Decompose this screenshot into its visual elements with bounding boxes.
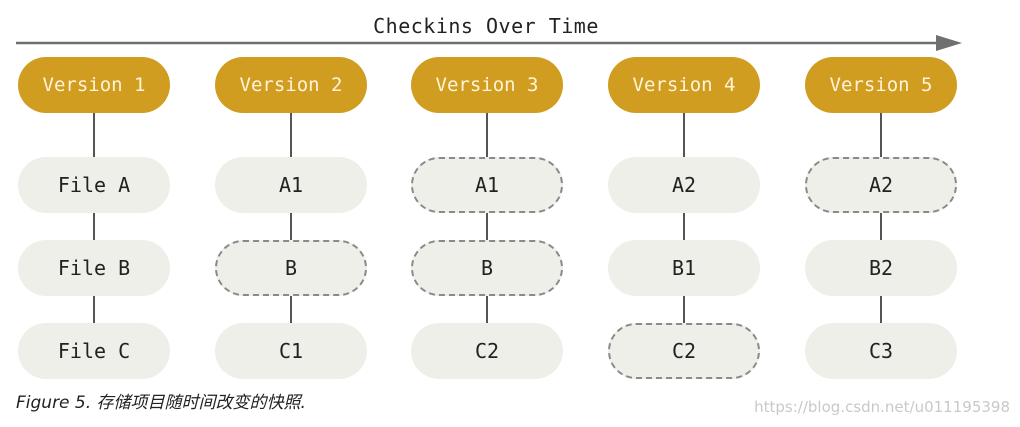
version-column-1: Version 1 File A File B File C <box>18 0 170 390</box>
version-column-4: Version 4 A2 B1 C2 <box>608 0 760 390</box>
file-node: A2 <box>608 157 760 213</box>
file-node: C3 <box>805 323 957 379</box>
timeline-arrow <box>16 35 962 51</box>
version-node: Version 4 <box>608 57 760 113</box>
connector-line <box>683 100 685 340</box>
figure-caption: Figure 5. 存储项目随时间改变的快照. <box>16 393 306 413</box>
file-node: B <box>411 240 563 296</box>
connector-line <box>880 100 882 340</box>
file-node: C1 <box>215 323 367 379</box>
version-node: Version 5 <box>805 57 957 113</box>
version-column-2: Version 2 A1 B C1 <box>215 0 367 390</box>
version-node: Version 2 <box>215 57 367 113</box>
file-node: B <box>215 240 367 296</box>
file-node: File B <box>18 240 170 296</box>
file-node: B1 <box>608 240 760 296</box>
version-column-3: Version 3 A1 B C2 <box>411 0 563 390</box>
connector-line <box>93 100 95 340</box>
connector-line <box>290 100 292 340</box>
file-node: C2 <box>608 323 760 379</box>
connector-line <box>486 100 488 340</box>
file-node: File A <box>18 157 170 213</box>
version-node: Version 3 <box>411 57 563 113</box>
version-column-5: Version 5 A2 B2 C3 <box>805 0 957 390</box>
watermark: https://blog.csdn.net/u011195398 <box>754 398 1010 416</box>
file-node: C2 <box>411 323 563 379</box>
file-node: A2 <box>805 157 957 213</box>
file-node: B2 <box>805 240 957 296</box>
diagram-title: Checkins Over Time <box>373 14 599 38</box>
file-node: A1 <box>411 157 563 213</box>
version-node: Version 1 <box>18 57 170 113</box>
file-node: File C <box>18 323 170 379</box>
file-node: A1 <box>215 157 367 213</box>
